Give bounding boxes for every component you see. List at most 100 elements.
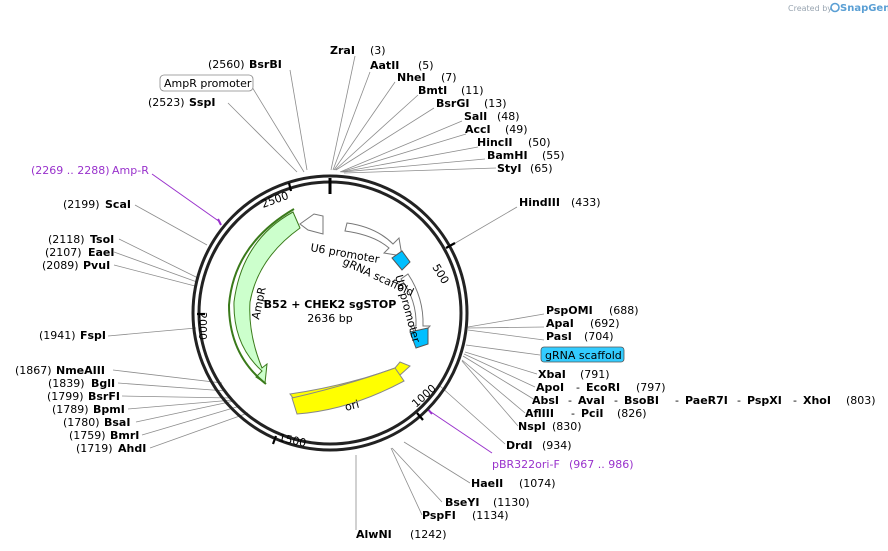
site-label-bmti[interactable]: BmtI(11) [418,84,484,97]
site-label-bpmi[interactable]: (1789)BpmI [52,403,125,416]
site-name: BsrBI [249,58,282,71]
primer-label-amp-r[interactable]: (2269 .. 2288) Amp-R [31,164,149,177]
tick-marks [197,182,456,445]
site-label-bsrbi[interactable]: (2560) BsrBI [208,58,282,71]
site-label-acci[interactable]: AccI(49) [465,123,528,136]
site-name: BseYI [445,496,479,509]
leader-line-drdi [439,385,506,445]
feature-amp-promoter-arrow[interactable] [299,213,324,235]
site-label-fspi[interactable]: (1941)FspI [39,329,106,342]
leader-line-apoi [463,353,536,388]
site-label-pspomi[interactable]: PspOMI(688) [546,304,639,317]
site-label-sali[interactable]: SalI(48) [464,110,520,123]
site-label-hindiii[interactable]: HindIII(433) [519,196,601,209]
svg-text:ApaI(692): ApaI(692) [546,317,620,330]
svg-text:HincII(50): HincII(50) [477,136,551,149]
leader-line-pspomi [467,313,545,328]
site-label-eaei[interactable]: (2107)EaeI [45,246,115,259]
feature-u6-promoter-1[interactable] [344,222,403,257]
site-label-scai[interactable]: (2199)ScaI [63,198,131,211]
site-label-nspi[interactable]: NspI(830) [518,420,582,433]
site-name: StyI [497,162,521,175]
plasmid-name: B52 + CHEK2 sgSTOP [264,298,397,311]
leader-line-bgli [117,382,227,392]
site-label-bgli[interactable]: (1839) BglI [48,377,115,390]
feature-callout-ampr-promoter[interactable]: AmpR promoter [159,74,254,92]
site-pos: (2560) [208,58,245,71]
site-name: AccI [465,123,491,136]
site-label-bmri[interactable]: (1759)BmrI [69,429,139,442]
site-pos: (704) [584,330,614,343]
site-label-bseyi[interactable]: BseYI (1130) [445,496,530,509]
site-name-4: PaeR7I [685,394,728,407]
site-pos: (1839) [48,377,85,390]
site-name: EaeI [88,246,115,259]
site-pos: (2523) [148,96,185,109]
site-label-tsoi[interactable]: (2118)TsoI [48,233,114,246]
site-label-zrai[interactable]: ZraI(3) [330,44,386,57]
site-label-sspi[interactable]: (2523)SspI [148,96,215,109]
leader-line-bamhi [342,158,486,173]
site-name: SalI [464,110,487,123]
leader-line-amp-promoter [251,86,305,173]
site-pos: (3) [370,44,386,57]
site-label-pvui[interactable]: (2089)PvuI [42,259,110,272]
site-label-bsrgi[interactable]: BsrGI(13) [436,97,507,110]
site-label-afliii-pcii[interactable]: AflIII - PciI (826) [525,407,647,420]
feature-callout-grna-scaffold[interactable]: gRNA scaffold [540,346,625,363]
primer-label-pbr322ori-f[interactable]: pBR322ori-F (967 .. 986) [492,458,634,471]
site-pos: (1780) [63,416,100,429]
site-label-pasi[interactable]: PasI(704) [546,330,614,343]
site-label-apoi-ecori[interactable]: ApoI - EcoRI (797) [536,381,666,394]
site-name: BamHI [487,149,528,162]
site-label-bsrfi[interactable]: (1799) BsrFI [47,390,120,403]
site-label-nhei[interactable]: NheI(7) [397,71,457,84]
svg-text:HaeII(1074): HaeII(1074) [471,477,556,490]
feature-grna-scaffold-2[interactable] [409,327,429,349]
site-label-bamhi[interactable]: BamHI(55) [487,149,565,162]
svg-text:AflIII - PciI: AflIII - PciI (826) [525,407,647,420]
site-name: BsrFI [88,390,120,403]
site-name: NheI [397,71,426,84]
site-label-haeii[interactable]: HaeII(1074) [471,477,556,490]
leader-line-scai [134,204,208,246]
site-label-ahdi[interactable]: (1719)AhdI [76,442,146,455]
site-label-hincii[interactable]: HincII(50) [477,136,551,149]
svg-text:(2269 .. 2288) Amp-R: (2269 .. 2288) Amp-R [31,164,149,177]
leader-line-sali [339,120,463,173]
site-pos: (1799) [47,390,84,403]
site-name-6: XhoI [803,394,831,407]
site-label-aatii[interactable]: AatII(5) [370,59,434,72]
site-name: BmtI [418,84,447,97]
leader-line-styi [343,167,497,174]
site-label-absi-group[interactable]: AbsI - AvaI - BsoBI - PaeR7I - PspXI - X… [532,394,876,407]
primer-tick-amp-r [217,218,222,226]
leader-line-xbai [464,351,538,375]
leader-lines [107,55,545,530]
feature-grna-scaffold-1[interactable] [391,250,411,271]
site-label-apai[interactable]: ApaI(692) [546,317,620,330]
site-label-alwni[interactable]: AlwNI(1242) [356,528,447,541]
site-label-bsai[interactable]: (1780)BsaI [63,416,130,429]
site-label-pspfi[interactable]: PspFI(1134) [422,509,509,522]
feature-ori[interactable] [289,361,411,415]
plasmid-length: 2636 bp [307,312,352,325]
svg-text:(1789)BpmI: (1789)BpmI [52,403,125,416]
leader-line-pvui [113,264,196,287]
svg-text:ZraI(3): ZraI(3) [330,44,386,57]
site-pos: (826) [617,407,647,420]
site-label-drdi[interactable]: DrdI(934) [506,439,572,452]
site-label-xbai[interactable]: XbaI(791) [538,368,610,381]
feature-ampr[interactable] [227,208,301,385]
site-pos: (934) [542,439,572,452]
site-label-nmeaiii[interactable]: (1867)NmeAIII [15,364,105,377]
leader-line-nspi [461,360,519,427]
site-pos: (1130) [493,496,530,509]
svg-text:BseYI(1130): BseYI (1130) [445,496,530,509]
site-name: BglI [91,377,115,390]
leader-line-bmri [141,405,241,436]
site-label-styi[interactable]: StyI(65) [497,162,553,175]
tick-500 [445,242,456,249]
site-pos: (1941) [39,329,76,342]
leader-line-bsrbi [289,69,308,171]
